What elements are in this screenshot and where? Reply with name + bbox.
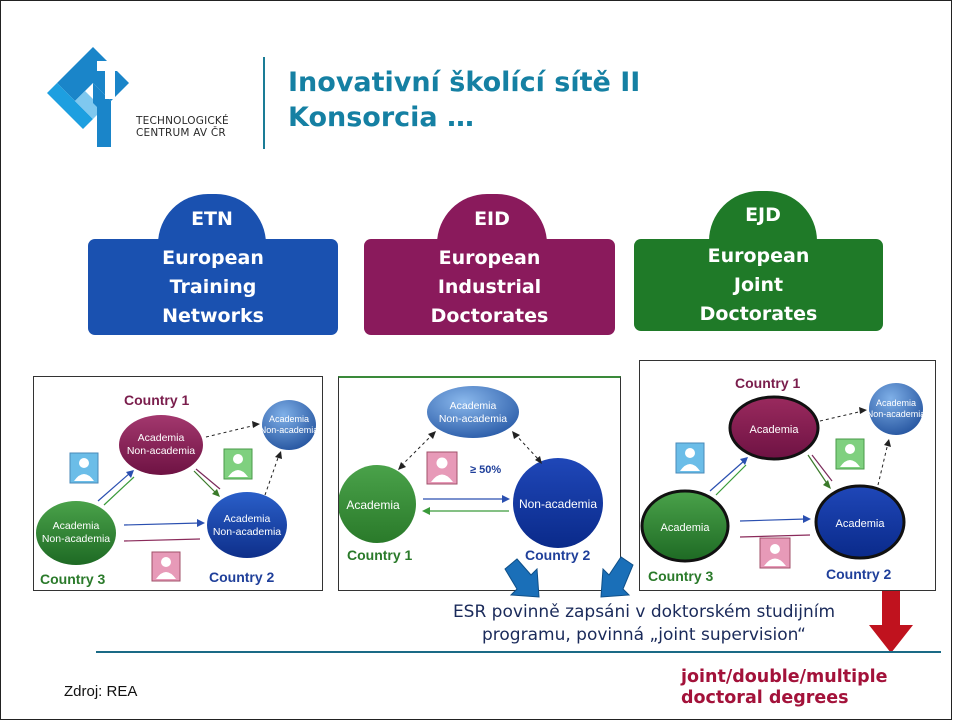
eid-country-1: Country 1 <box>347 547 413 563</box>
etn-node-c1-line2: Non-academia <box>127 445 195 457</box>
esr-note-line-1: ESR povinně zapsáni v doktorském studijn… <box>452 602 836 622</box>
page-title: Inovativní školící sítě II Konsorcia … <box>288 65 640 135</box>
degrees-line-1: joint/double/multiple <box>681 667 888 687</box>
etn-line-3: Networks <box>162 304 264 327</box>
etn-tab: ETN <box>158 194 266 244</box>
etn-node-top-line2: Non-academia <box>260 425 319 435</box>
eid-tab: EID <box>437 194 547 244</box>
eid-share-label: ≥ 50% <box>470 464 501 476</box>
etn-arrow-c2-top <box>264 454 280 496</box>
ejd-abbr: EJD <box>745 204 781 226</box>
etn-abbr: ETN <box>191 208 233 230</box>
ejd-node-top <box>869 383 923 435</box>
etn-country-2: Country 2 <box>209 569 275 585</box>
ejd-country-2: Country 2 <box>826 566 892 582</box>
eid-line-3: Doctorates <box>430 304 549 327</box>
ejd-node-top-line1: Academia <box>876 398 916 408</box>
header-divider <box>263 57 265 149</box>
bottom-rule <box>96 651 941 653</box>
etn-arrow-c1-c2 <box>193 470 217 494</box>
etn-node-c3-line2: Non-academia <box>42 533 110 545</box>
eid-node-top-line1: Academia <box>450 400 497 412</box>
etn-line-2: Training <box>169 275 257 298</box>
red-arrow-icon <box>869 591 913 653</box>
ejd-arrow-c1-top <box>819 410 864 422</box>
etn-node-top <box>262 400 316 450</box>
blue-arrow-left-icon <box>504 558 540 598</box>
title-line-1: Inovativní školící sítě II <box>288 67 641 98</box>
etn-arrow-c3-c2 <box>123 522 201 526</box>
eid-arrow-top-right <box>514 433 540 461</box>
ejd-node-top-line2: Non-academia <box>867 409 926 419</box>
etn-person-icon-blue <box>69 452 99 484</box>
ejd-node-country-2 <box>814 484 906 560</box>
ejd-line-3: Doctorates <box>699 302 818 325</box>
eid-line-1: European <box>438 246 541 269</box>
etn-node-c1-line1: Academia <box>138 432 185 444</box>
etn-node-country-3 <box>36 501 116 565</box>
etn-person-icon-pink <box>151 551 181 582</box>
blue-arrow-right-icon <box>600 556 634 598</box>
etn-country-3: Country 3 <box>40 571 106 587</box>
ejd-arrow-c1-c2 <box>807 454 829 486</box>
eid-node-top <box>427 386 519 438</box>
ejd-node-c2-label: Academia <box>836 518 886 530</box>
etn-person-icon-green <box>223 448 253 480</box>
logo-line-2: CENTRUM AV ČR <box>136 127 226 139</box>
logo-line-1: TECHNOLOGICKÉ <box>136 115 229 127</box>
etn-node-country-2 <box>207 492 287 558</box>
ejd-node-country-1 <box>728 395 820 461</box>
title-line-2: Konsorcia … <box>288 102 475 133</box>
blue-arrows <box>504 556 634 598</box>
eid-node-left-label: Academia <box>346 498 400 512</box>
ejd-country-1: Country 1 <box>735 375 801 391</box>
eid-node-top-line2: Non-academia <box>439 413 507 425</box>
etn-country-1: Country 1 <box>124 392 190 408</box>
logo-text: TECHNOLOGICKÉ CENTRUM AV ČR <box>136 115 229 139</box>
source-label: Zdroj: REA <box>64 683 138 700</box>
eid-abbr: EID <box>474 208 510 230</box>
ejd-person-icon-pink <box>759 537 791 569</box>
etn-box: European Training Networks <box>88 239 338 335</box>
ejd-arrow-c2-top <box>877 442 889 486</box>
ejd-country-3: Country 3 <box>648 568 714 584</box>
etn-node-c2-line1: Academia <box>224 513 271 525</box>
degrees-line-2: doctoral degrees <box>681 688 849 708</box>
eid-country-2: Country 2 <box>525 547 591 563</box>
degrees-note: joint/double/multiple doctoral degrees <box>681 667 887 709</box>
logo-icon <box>47 47 129 147</box>
esr-note: ESR povinně zapsáni v doktorském studijn… <box>359 601 929 647</box>
etn-line-1: European <box>162 246 264 269</box>
etn-node-top-line1: Academia <box>269 414 309 424</box>
ejd-arrow-c3-c2 <box>739 518 807 522</box>
etn-diagram: Country 1 Academia Non-academia Academia… <box>33 376 323 591</box>
eid-node-right-label: Non-academia <box>519 497 597 511</box>
ejd-box: European Joint Doctorates <box>634 239 883 331</box>
etn-node-country-1 <box>119 415 203 475</box>
ejd-arrow-c3-c1 <box>709 460 745 492</box>
eid-diagram: Academia Non-academia Academia Non-acade… <box>338 376 621 591</box>
ejd-diagram: Country 1 Academia Academia Non-academia… <box>639 360 936 591</box>
etn-node-c2-line2: Non-academia <box>213 526 281 538</box>
ejd-tab: EJD <box>709 191 817 241</box>
ejd-node-c3-label: Academia <box>661 522 711 534</box>
ejd-node-c1-label: Academia <box>750 424 800 436</box>
eid-line-2: Industrial <box>437 275 542 298</box>
eid-node-left <box>339 465 416 543</box>
ejd-node-country-3 <box>640 489 730 563</box>
etn-node-c3-line1: Academia <box>53 520 100 532</box>
ejd-person-icon-green <box>835 438 865 470</box>
etn-arrow-c3-c1 <box>97 472 131 502</box>
eid-node-right <box>513 458 603 548</box>
esr-note-line-2: programu, povinná „joint supervision“ <box>482 625 806 645</box>
ejd-line-1: European <box>707 244 810 267</box>
ejd-person-icon-blue <box>675 442 705 474</box>
etn-arrow-c1-top <box>205 424 257 438</box>
ejd-line-2: Joint <box>733 273 784 296</box>
eid-arrow-top-left <box>400 433 434 467</box>
eid-box: European Industrial Doctorates <box>364 239 615 335</box>
eid-person-icon-pink <box>426 451 458 485</box>
